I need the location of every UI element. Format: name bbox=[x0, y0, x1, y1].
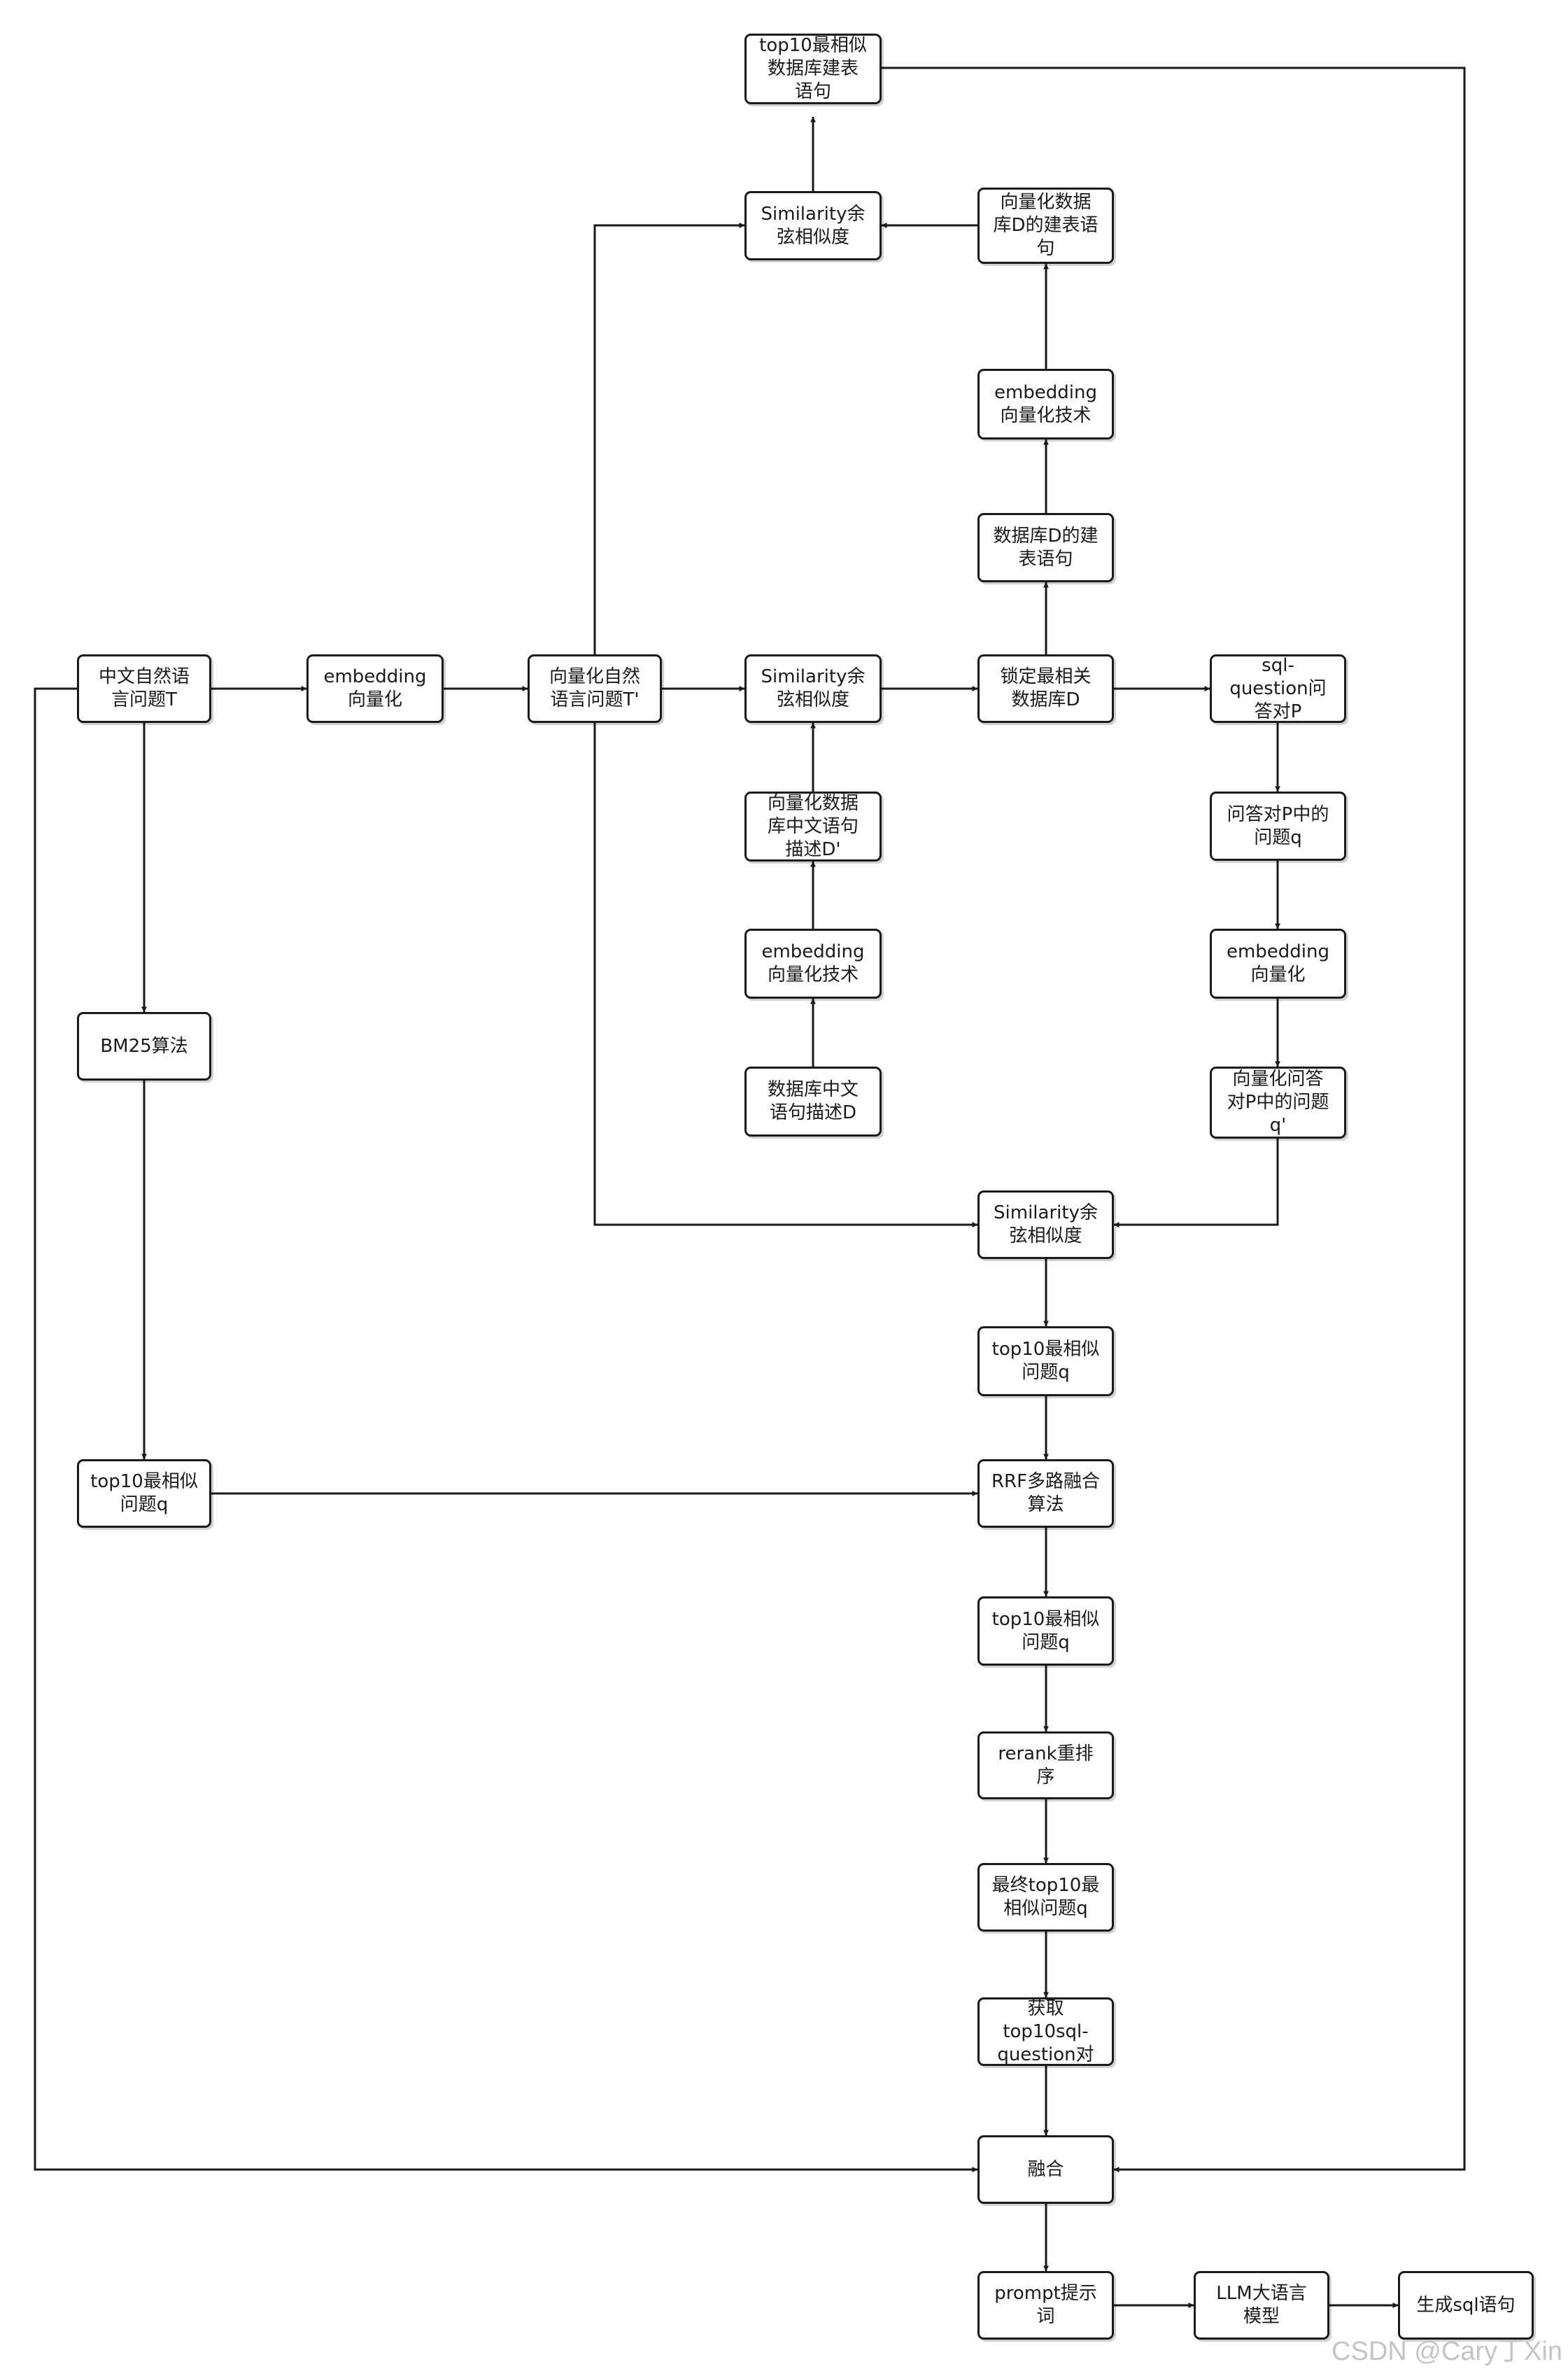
db-schema-node[interactable]: 数据库D的建 表语句 bbox=[977, 513, 1114, 582]
embedding-node[interactable]: embedding 向量化 bbox=[306, 654, 444, 723]
edge-top10-schema-to-fuse bbox=[882, 66, 1466, 2172]
rrf-node[interactable]: RRF多路融合 算法 bbox=[977, 1459, 1114, 1528]
prompt-node[interactable]: prompt提示 词 bbox=[977, 2271, 1114, 2340]
get-pairs-node[interactable]: 获取 top10sql- question对 bbox=[977, 1997, 1114, 2066]
chinese-question-node[interactable]: 中文自然语 言问题T bbox=[77, 654, 211, 723]
similarity-mid-node[interactable]: Similarity余 弦相似度 bbox=[744, 654, 882, 723]
vector-question-node[interactable]: 向量化自然 语言问题T' bbox=[528, 654, 662, 723]
watermark: CSDN @Cary丁Xin bbox=[1332, 2337, 1562, 2366]
sql-qa-pair-node[interactable]: sql- question问 答对P bbox=[1210, 654, 1346, 723]
vector-qa-question-node[interactable]: 向量化问答 对P中的问题 q' bbox=[1210, 1067, 1346, 1139]
top10-schema-node[interactable]: top10最相似 数据库建表 语句 bbox=[744, 34, 882, 104]
edge-question-to-fuse bbox=[34, 687, 978, 2172]
edge-vector-question-to-similarity-top bbox=[593, 223, 745, 654]
db-description-node[interactable]: 数据库中文 语句描述D bbox=[744, 1067, 882, 1137]
embedding-2-node[interactable]: embedding 向量化 bbox=[1210, 929, 1346, 999]
bm25-node[interactable]: BM25算法 bbox=[77, 1012, 211, 1081]
vector-schema-node[interactable]: 向量化数据 库D的建表语 句 bbox=[977, 188, 1114, 264]
fuse-node[interactable]: 融合 bbox=[977, 2135, 1114, 2204]
final-top10-node[interactable]: 最终top10最 相似问题q bbox=[977, 1863, 1114, 1932]
edge-vector-question-to-similarity-low bbox=[593, 723, 978, 1228]
embedding-tech-top-node[interactable]: embedding 向量化技术 bbox=[977, 369, 1114, 440]
top10-question-b-node[interactable]: top10最相似 问题q bbox=[977, 1596, 1114, 1666]
edge-vector-qa-question-to-similarity-low bbox=[1113, 1139, 1279, 1228]
embedding-tech-mid-node[interactable]: embedding 向量化技术 bbox=[744, 929, 882, 999]
top10-question-a-node[interactable]: top10最相似 问题q bbox=[977, 1326, 1114, 1396]
similarity-low-node[interactable]: Similarity余 弦相似度 bbox=[977, 1190, 1114, 1259]
rerank-node[interactable]: rerank重排 序 bbox=[977, 1731, 1114, 1799]
lock-db-node[interactable]: 锁定最相关 数据库D bbox=[977, 654, 1114, 723]
similarity-top-node[interactable]: Similarity余 弦相似度 bbox=[744, 191, 882, 260]
generate-sql-node[interactable]: 生成sql语句 bbox=[1398, 2271, 1534, 2340]
qa-question-node[interactable]: 问答对P中的 问题q bbox=[1210, 792, 1346, 861]
llm-node[interactable]: LLM大语言 模型 bbox=[1194, 2271, 1329, 2340]
vector-description-node[interactable]: 向量化数据 库中文语句 描述D' bbox=[744, 792, 882, 862]
top10-question-bm25-node[interactable]: top10最相似 问题q bbox=[77, 1459, 211, 1528]
